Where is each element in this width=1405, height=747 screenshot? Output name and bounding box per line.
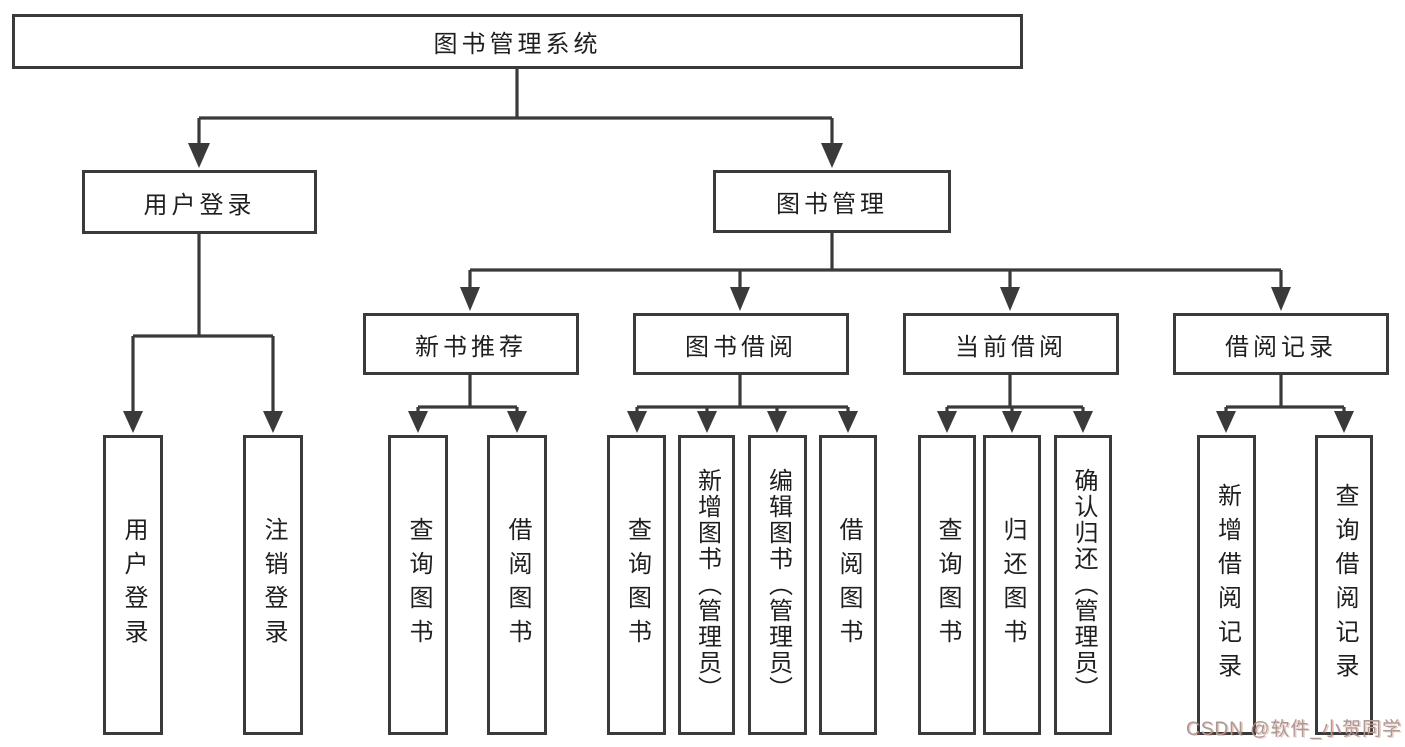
leaf-label: 查询图书	[405, 517, 432, 653]
node-new-book-recommend: 新书推荐	[363, 313, 579, 375]
arrow-down-icon	[767, 411, 787, 433]
leaf-label: 查询图书	[934, 517, 961, 653]
leaf-label: 新增借阅记录	[1213, 483, 1241, 687]
leaf-current-query-books: 查询图书	[918, 435, 976, 735]
leaf-edit-books-admin: 编辑图书（管理员）	[748, 435, 807, 735]
connector-book-mgmt-to-level3	[468, 231, 1283, 292]
leaf-label: 新增图书（管理员）	[693, 468, 721, 702]
node-book-management: 图书管理	[713, 170, 951, 233]
leaf-label: 借阅图书	[504, 517, 531, 653]
arrow-down-icon	[1271, 287, 1291, 311]
arrow-down-icon	[1334, 411, 1354, 433]
arrow-down-icon	[1073, 411, 1093, 433]
arrow-down-icon	[507, 411, 527, 433]
arrow-down-icon	[697, 411, 717, 433]
connector-current-borrow-children	[945, 373, 1085, 414]
leaf-borrow-query-books: 查询图书	[607, 435, 666, 735]
leaf-label: 确认归还（管理员）	[1070, 468, 1097, 702]
leaf-query-borrow-record: 查询借阅记录	[1315, 435, 1373, 735]
arrow-down-icon	[1000, 287, 1020, 311]
node-root-library-system: 图书管理系统	[12, 14, 1023, 69]
leaf-return-books: 归还图书	[983, 435, 1041, 735]
arrow-down-icon	[1002, 411, 1022, 433]
leaf-label: 借阅图书	[835, 517, 862, 653]
node-borrow-records: 借阅记录	[1173, 313, 1389, 375]
leaf-label: 注销登录	[260, 517, 287, 653]
arrow-down-icon	[838, 411, 858, 433]
arrow-down-icon	[730, 287, 750, 311]
leaf-label: 查询图书	[623, 517, 651, 653]
node-current-borrow: 当前借阅	[903, 313, 1119, 375]
connector-borrow-records-children	[1224, 373, 1346, 414]
leaf-add-books-admin: 新增图书（管理员）	[678, 435, 735, 735]
leaf-label: 归还图书	[999, 517, 1026, 653]
leaf-logout: 注销登录	[243, 435, 303, 735]
arrow-down-icon	[123, 411, 143, 433]
arrowheads	[123, 143, 1354, 433]
arrow-down-icon	[408, 411, 428, 433]
connector-user-login-children	[131, 232, 275, 414]
node-book-borrow: 图书借阅	[633, 313, 849, 375]
arrow-down-icon	[188, 143, 210, 168]
arrow-down-icon	[821, 143, 843, 168]
leaf-label: 用户登录	[120, 517, 147, 653]
node-user-login: 用户登录	[82, 170, 317, 234]
leaf-user-login: 用户登录	[103, 435, 163, 735]
arrow-down-icon	[1216, 411, 1236, 433]
csdn-watermark: CSDN @软件_小贺同学	[1186, 719, 1402, 740]
connector-root-to-level2	[197, 67, 834, 148]
connector-new-book-children	[416, 373, 519, 414]
leaf-recommend-query-books: 查询图书	[388, 435, 448, 735]
arrow-down-icon	[937, 411, 957, 433]
leaf-borrow-books: 借阅图书	[819, 435, 877, 735]
leaf-label: 查询借阅记录	[1331, 483, 1358, 687]
arrow-down-icon	[263, 411, 283, 433]
leaf-recommend-borrow-books: 借阅图书	[487, 435, 547, 735]
leaf-add-borrow-record: 新增借阅记录	[1197, 435, 1256, 735]
arrow-down-icon	[627, 411, 647, 433]
leaf-label: 编辑图书（管理员）	[764, 468, 792, 702]
connector-book-borrow-children	[635, 373, 850, 414]
leaf-confirm-return-admin: 确认归还（管理员）	[1054, 435, 1112, 735]
arrow-down-icon	[460, 287, 480, 311]
